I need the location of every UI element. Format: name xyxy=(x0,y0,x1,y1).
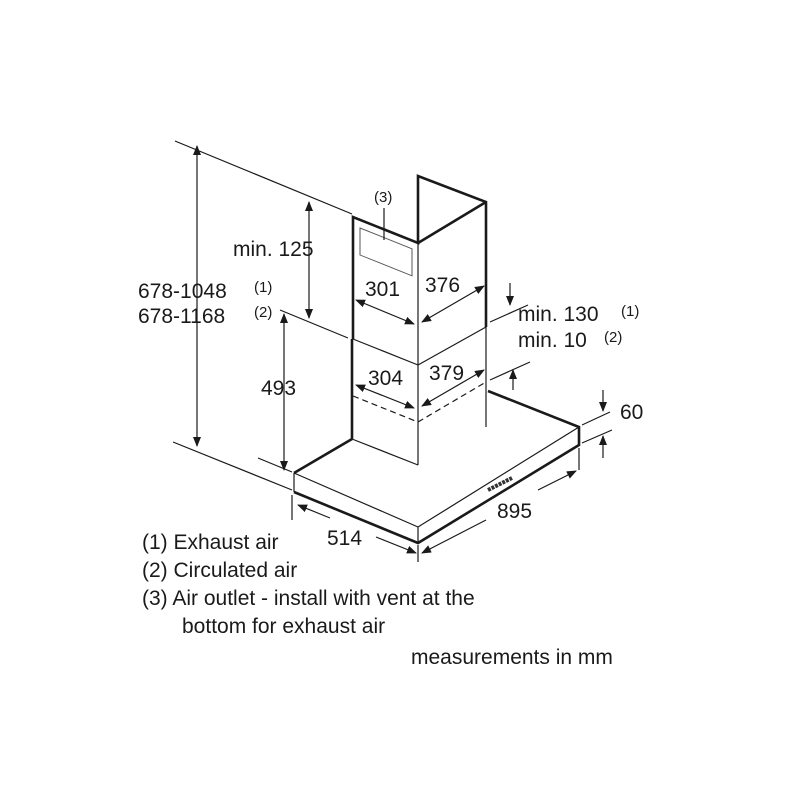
control-panel-icon xyxy=(487,476,513,492)
dim-lower-height: 493 xyxy=(261,377,296,400)
dim-hood-height: 60 xyxy=(620,401,643,424)
dim-upper-depth: 301 xyxy=(365,278,400,301)
air-outlet-vent-icon xyxy=(359,227,413,277)
dim-gap-circulated-note: (2) xyxy=(604,329,622,346)
dimension-arrows xyxy=(193,145,607,554)
chimney-upper xyxy=(351,174,488,366)
dim-gap-exhaust-note: (1) xyxy=(621,303,639,320)
legend-item-2: (2) Circulated air xyxy=(142,559,297,582)
legend-item-1: (1) Exhaust air xyxy=(142,531,279,554)
dim-overall-exhaust-note: (1) xyxy=(254,279,272,296)
dim-overall-exhaust: 678-1048 xyxy=(138,280,227,303)
hood-canopy xyxy=(293,389,581,545)
legend-item-3: (3) Air outlet - install with vent at th… xyxy=(142,587,475,610)
callout-label: (3) xyxy=(374,189,392,206)
dim-overall-circulated: 678-1168 xyxy=(138,305,225,328)
dim-hood-width: 895 xyxy=(497,500,532,523)
dim-gap-exhaust: min. 130 xyxy=(518,303,599,326)
dim-hood-depth: 514 xyxy=(327,527,362,550)
units-note: measurements in mm xyxy=(411,646,613,669)
dim-upper-width: 376 xyxy=(425,274,460,297)
legend-item-3-cont: bottom for exhaust air xyxy=(182,615,385,638)
chimney-lower xyxy=(350,327,487,466)
dim-gap-circulated: min. 10 xyxy=(518,329,587,352)
dim-lower-depth: 304 xyxy=(368,367,403,390)
dim-min-top: min. 125 xyxy=(233,238,314,261)
dim-overall-circulated-note: (2) xyxy=(254,304,272,321)
dim-lower-width: 379 xyxy=(429,362,464,385)
